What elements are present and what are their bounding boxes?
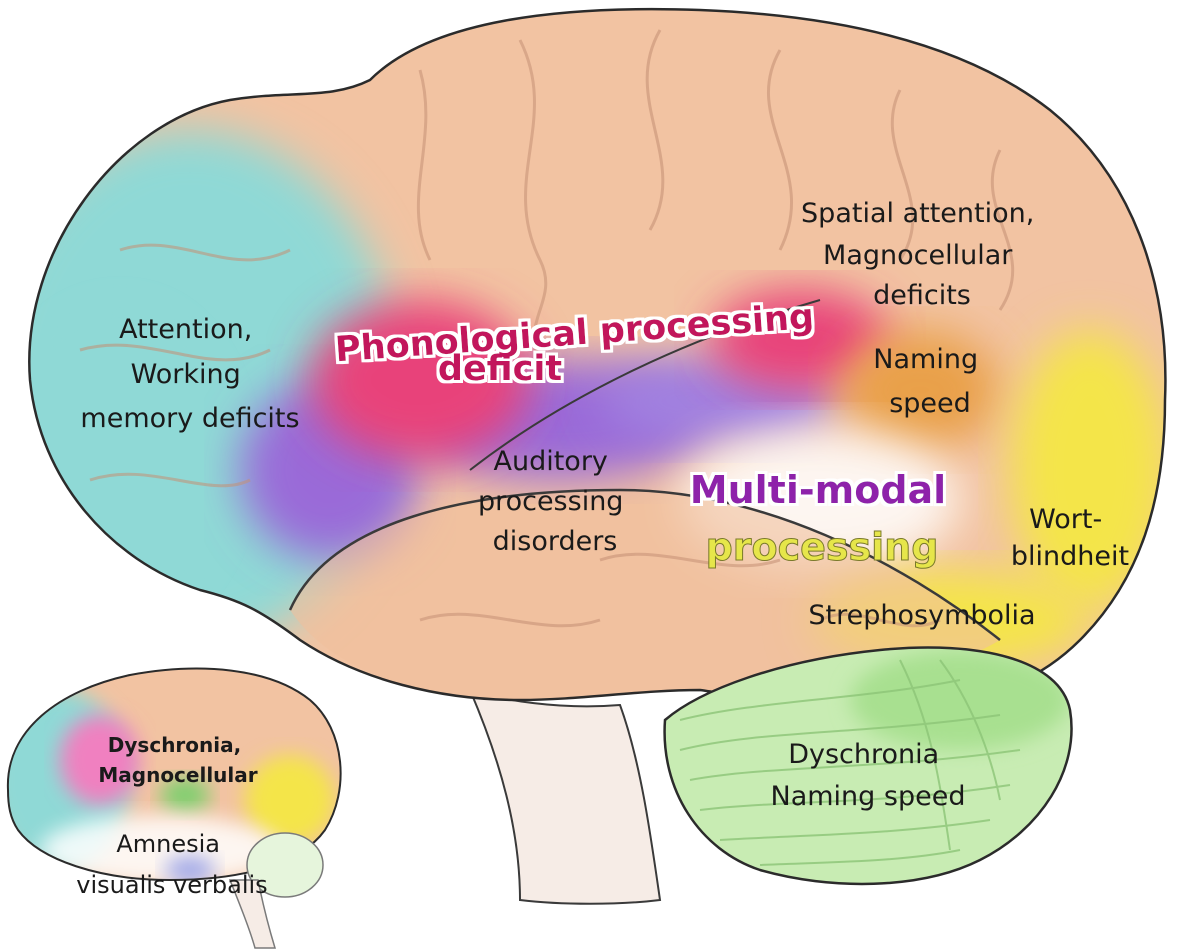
wort-line-1: Wort- (1029, 504, 1102, 535)
auditory-line-2: processing (478, 486, 624, 517)
attention-label: Attention, Working memory deficits (80, 314, 299, 434)
medial-lower-line-1: Amnesia (116, 830, 220, 858)
wort-line-2: blindheit (1011, 541, 1129, 572)
attention-line-2: Working (131, 359, 241, 390)
cerebellum-line-2: Naming speed (771, 781, 966, 812)
spatial-line-3: deficits (873, 280, 971, 311)
naming-speed-label: Naming speed (873, 344, 986, 419)
auditory-line-1: Auditory (493, 446, 607, 477)
spatial-line-1: Spatial attention, (801, 198, 1034, 229)
naming-line-1: Naming (873, 344, 978, 375)
auditory-line-3: disorders (493, 526, 618, 557)
medial-lower-label: Amnesia visualis verbalis (76, 830, 267, 899)
attention-line-1: Attention, (119, 314, 252, 345)
naming-line-2: speed (889, 388, 971, 419)
multimodal-line-1: Multi-modal (690, 468, 946, 512)
medial-upper-label: Dyschronia, Magnocellular (98, 733, 257, 787)
spatial-line-2: Magnocellular (823, 240, 1013, 271)
cerebellum-line-1: Dyschronia (788, 739, 939, 770)
processing-label: processing (706, 525, 939, 569)
strephosymbolia-label: Strephosymbolia (808, 600, 1035, 631)
spatial-label: Spatial attention, Magnocellular deficit… (801, 198, 1043, 311)
medial-upper-line-1: Dyschronia, (108, 733, 241, 757)
medial-lower-line-2: visualis verbalis (76, 871, 267, 899)
cerebellum-label: Dyschronia Naming speed (771, 739, 966, 812)
multimodal-label: Multi-modal (690, 468, 946, 512)
phonological-line-2: deficit (438, 349, 562, 389)
medial-upper-line-2: Magnocellular (98, 763, 257, 787)
auditory-label: Auditory processing disorders (478, 446, 632, 557)
attention-line-3: memory deficits (80, 403, 299, 434)
wortblindheit-label: Wort- blindheit (1011, 504, 1129, 572)
